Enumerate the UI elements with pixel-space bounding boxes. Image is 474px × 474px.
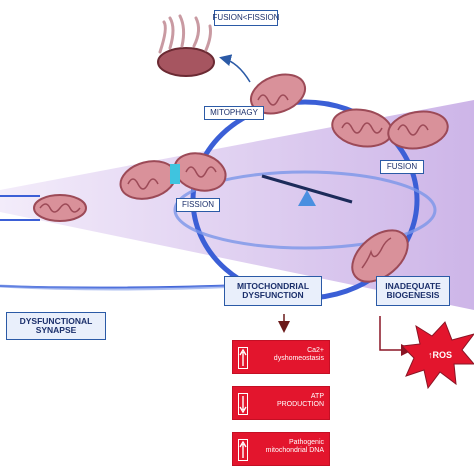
ros-arrow xyxy=(379,316,413,356)
degraded-mitochondrion xyxy=(157,14,215,77)
effect-line-1: Pathogenic xyxy=(288,439,324,446)
inadequate-biogenesis-label: INADEQUATE BIOGENESIS xyxy=(376,276,450,306)
ros-burst xyxy=(400,321,474,390)
effect-line-2: dyshomeostasis xyxy=(273,355,324,363)
mitochondrial-dysfunction-label: MITOCHONDRIAL DYSFUNCTION xyxy=(224,276,322,306)
inner-orbit xyxy=(173,170,437,250)
effect-line-2: mitochondrial DNA xyxy=(265,447,324,455)
fission-label: FISSION xyxy=(176,198,220,212)
effect-line-2: PRODUCTION xyxy=(276,401,324,409)
mitochondrion-fusion xyxy=(331,108,449,150)
effect-line-1: ATP xyxy=(310,393,324,400)
mitochondrion-biogenesis xyxy=(351,229,409,283)
dysfunction-line-2: DYSFUNCTION xyxy=(242,290,304,300)
mitochondrion-top xyxy=(249,73,307,115)
effect-line-1: Ca2+ xyxy=(307,347,324,354)
ros-up-arrow-icon: ↑ xyxy=(428,350,433,360)
inadequate-line-1: INADEQUATE xyxy=(385,280,441,291)
fusion-fission-label: FUSION<FISSION xyxy=(213,10,279,26)
ros-label: ↑ROS xyxy=(428,350,452,360)
dysfunctional-synapse-label: DYSFUNCTIONAL SYNAPSE xyxy=(6,312,106,340)
inadequate-line-2: BIOGENESIS xyxy=(386,290,440,300)
fusion-label: FUSION xyxy=(380,160,424,174)
synapse-line-2: SYNAPSE xyxy=(35,325,77,335)
fission-site xyxy=(170,164,180,184)
effect-card-calcium: Ca2+dyshomeostasis xyxy=(232,340,330,374)
up-arrow-icon xyxy=(238,439,248,461)
balance-fulcrum xyxy=(298,190,316,206)
ros-text: ROS xyxy=(432,350,453,360)
mitophagy-arrow xyxy=(219,54,251,83)
dysfunction-line-1: MITOCHONDRIAL xyxy=(236,280,310,291)
mitochondrion-left xyxy=(33,194,87,222)
up-arrow-icon xyxy=(238,347,248,369)
synapse-line-1: DYSFUNCTIONAL xyxy=(19,315,93,326)
down-arrow-icon xyxy=(238,393,248,415)
axon-end-line xyxy=(0,284,241,291)
balance-beam xyxy=(261,174,353,204)
mitophagy-label: MITOPHAGY xyxy=(204,106,264,120)
mitochondrion-fission-pair xyxy=(119,152,227,200)
